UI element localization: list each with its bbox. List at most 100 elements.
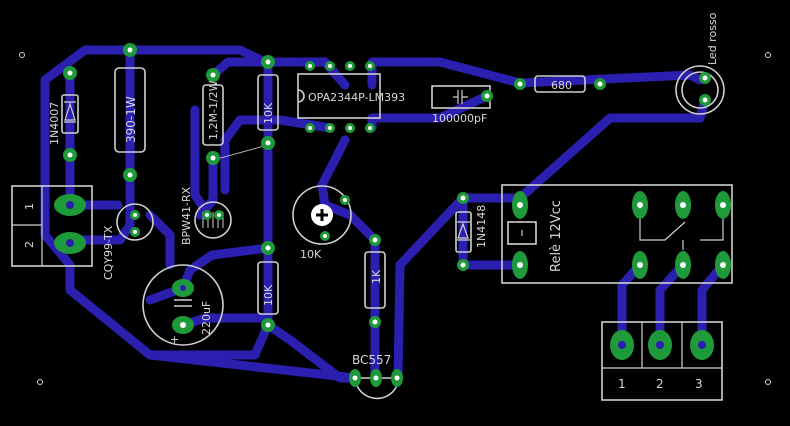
pad (715, 191, 731, 219)
resistor-1k-body (364, 251, 386, 309)
pad (63, 66, 77, 80)
pad (514, 78, 526, 90)
pad (54, 194, 86, 216)
relay-coil-icon (507, 221, 537, 245)
label-ic: OPA2344P-LM393 (308, 91, 405, 104)
mounting-hole (765, 52, 771, 58)
pad (715, 251, 731, 279)
label-390-1w: 390-1W (124, 96, 138, 143)
label-10k-top: 10K (262, 102, 275, 124)
label-bc557: BC557 (352, 353, 391, 367)
capacitor-symbol-icon (174, 299, 192, 307)
pad (54, 232, 86, 254)
pad (325, 61, 335, 71)
relay-switch-icon (639, 218, 724, 250)
pad (699, 72, 711, 84)
pad (123, 168, 137, 182)
label-12m: 1,2M-1/2W (207, 80, 220, 140)
label-1n4007: 1N4007 (48, 102, 61, 145)
pad (365, 123, 375, 133)
pad (345, 123, 355, 133)
pad (457, 192, 469, 204)
connector-output-body (601, 321, 723, 401)
label-680: 680 (551, 79, 572, 92)
connector-input-body (11, 185, 93, 267)
led-body (675, 65, 725, 115)
pad (349, 369, 361, 387)
pads (54, 43, 731, 387)
resistor-390-body (114, 67, 146, 153)
jumper-line (212, 144, 269, 161)
pad (214, 210, 224, 220)
cap-electrolytic-body (142, 264, 224, 346)
pad (481, 90, 493, 102)
pad (457, 259, 469, 271)
pad (130, 227, 140, 237)
pad (370, 369, 382, 387)
diode-1n4148-body (455, 211, 472, 253)
diode-symbol-icon (64, 101, 76, 123)
pad (63, 148, 77, 162)
label-rx: BPW41-RX (180, 186, 193, 245)
rx-photodiode-body (194, 201, 232, 239)
label-220uf: 220uF (200, 301, 213, 335)
label-trimmer: 10K (300, 248, 322, 261)
label-conn-in-1: 1 (23, 203, 36, 210)
pad (365, 61, 375, 71)
pad (391, 369, 403, 387)
trimmer-cross-icon (316, 209, 328, 221)
label-10k-mid: 10K (262, 284, 275, 306)
pad (512, 251, 528, 279)
diode-1n4007-body (61, 94, 79, 134)
pad (512, 191, 528, 219)
pad (305, 61, 315, 71)
pad (320, 231, 330, 241)
resistor-10k-mid-body (257, 261, 279, 315)
tx-led-body (116, 203, 154, 241)
label-led: Led rosso (706, 12, 719, 65)
pad (610, 330, 634, 360)
mounting-hole (765, 379, 771, 385)
pad (690, 330, 714, 360)
pad (206, 68, 220, 82)
pad (675, 191, 691, 219)
label-cap-plus: + (170, 333, 179, 346)
pad (632, 191, 648, 219)
label-relay: Relè 12Vcc (549, 200, 564, 272)
led-inner-ring (681, 71, 719, 109)
relay-body (501, 184, 733, 284)
pad (305, 123, 315, 133)
label-conn-in-2: 2 (23, 241, 36, 248)
pad (261, 136, 275, 150)
mounting-hole (37, 379, 43, 385)
pad (261, 241, 275, 255)
pad (648, 330, 672, 360)
pad (130, 210, 140, 220)
resistor-10k-top-body (257, 74, 279, 131)
ic-body (297, 73, 381, 119)
pad (369, 316, 381, 328)
pad (699, 94, 711, 106)
pad (206, 151, 220, 165)
pad (675, 251, 691, 279)
resistor-12m-body (202, 84, 224, 146)
trimmer-body (292, 185, 352, 245)
silkscreen (11, 52, 771, 401)
resistor-680-body (534, 75, 586, 93)
pad (594, 78, 606, 90)
ic-notch (297, 89, 305, 103)
pad (632, 251, 648, 279)
label-conn-out-3: 3 (695, 377, 703, 391)
diode-symbol-icon (457, 221, 470, 241)
pad (261, 318, 275, 332)
pad (345, 61, 355, 71)
capacitor-symbol-icon (453, 90, 468, 104)
pad (325, 123, 335, 133)
photodiode-grid-icon (202, 212, 224, 228)
pad (172, 279, 194, 297)
pad (123, 43, 137, 57)
label-tx: CQY99-TX (102, 225, 115, 280)
pad (202, 210, 212, 220)
label-cap-small: 100000pF (432, 112, 487, 125)
